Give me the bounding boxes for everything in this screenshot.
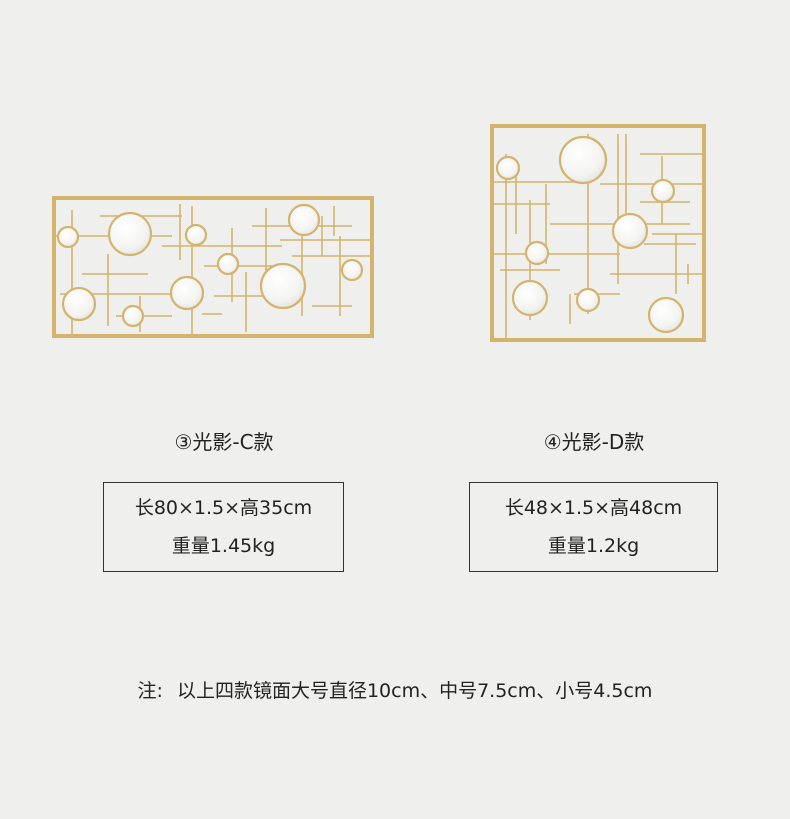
product-c-spec-box: 长80×1.5×高35cm 重量1.45kg [103,482,344,572]
product-c-weight: 重量1.45kg [171,535,276,557]
product-d-spec-box: 长48×1.5×高48cm 重量1.2kg [469,482,718,572]
product-c-image [52,196,374,338]
product-d-caption: ④光影-D款 [543,430,645,454]
mirror-size-note: 注: 以上四款镜面大号直径10cm、中号7.5cm、小号4.5cm [0,676,790,703]
product-d-image [490,124,706,342]
note-text: 以上四款镜面大号直径10cm、中号7.5cm、小号4.5cm [176,680,653,702]
product-c-size: 长80×1.5×高35cm [134,497,313,519]
product-c-caption: ③光影-C款 [174,430,274,454]
product-d-weight: 重量1.2kg [547,535,640,557]
product-d-size: 长48×1.5×高48cm [504,497,683,519]
note-label: 注: [137,680,163,702]
